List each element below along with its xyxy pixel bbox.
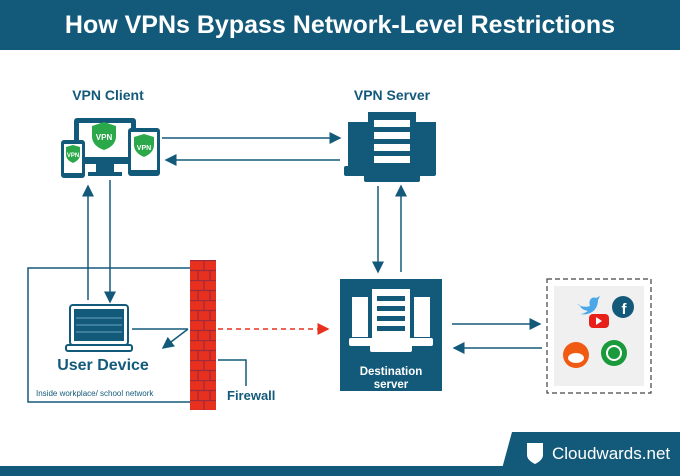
reddit-icon [563, 342, 589, 368]
blocked-bounce-arrow [161, 328, 189, 349]
firewall-label: Firewall [227, 388, 275, 403]
server-icon [349, 289, 433, 352]
vpn-client-devices-icon: VPN VPN VPN [61, 118, 160, 178]
svg-text:f: f [622, 301, 628, 318]
page-title: How VPNs Bypass Network-Level Restrictio… [0, 0, 680, 50]
blocked-services-box [546, 278, 652, 394]
destination-label: server [374, 379, 409, 391]
brand-badge [500, 432, 680, 476]
destination-label: Destination [360, 366, 423, 378]
brand-name: Cloudwards.net [552, 444, 670, 463]
twitter-icon [572, 296, 600, 315]
network-note: Inside workplace/ school network [36, 389, 154, 398]
whatsapp-icon [601, 340, 627, 366]
vpn-badge: VPN [96, 133, 113, 142]
cloudwards-logo-icon [527, 443, 543, 464]
network-boundary [27, 267, 190, 403]
youtube-icon [589, 314, 609, 328]
vpn-server-icon [344, 112, 436, 182]
vpn-client-label: VPN Client [72, 87, 144, 103]
vpn-badge: VPN [137, 145, 151, 152]
facebook-icon: f [612, 296, 634, 318]
vpn-badge: VPN [67, 153, 79, 159]
user-device-label: User Device [57, 357, 149, 374]
laptop-icon [65, 304, 133, 352]
firewall-icon [190, 260, 216, 410]
vpn-server-label: VPN Server [354, 87, 431, 103]
